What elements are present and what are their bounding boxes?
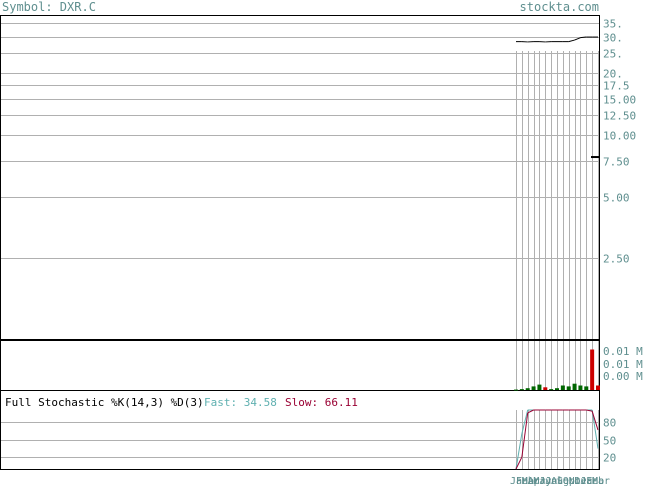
stochastic-panel [0,390,600,470]
x-tick-label: Oct [563,476,581,486]
price-y-tick-label: 2.50 [603,253,630,266]
stochastic-fast-segment [591,409,599,449]
volume-bar [584,386,589,390]
volume-bar [543,387,548,390]
symbol-label: Symbol: DXR.C [2,0,96,14]
volume-bar [590,349,595,390]
volume-bar [519,389,524,391]
price-segment [568,39,575,43]
price-segment [574,37,581,41]
volume-bar [560,385,565,390]
x-tick-label: Apr [528,476,546,486]
volume-bar [578,385,583,390]
price-panel [0,15,600,340]
price-y-tick-label: 5.00 [603,192,630,205]
price-series [516,36,599,159]
stochastic-title: Full Stochastic %K(14,3) %D(3) [5,396,204,409]
x-tick-label: Mar [522,476,540,486]
x-tick-labels: JanFebMarAprMayJunJulAugSepOctNovDecJanF… [510,476,610,486]
volume-y-tick-labels: 0.01 M0.01 M0.00 M [603,345,643,383]
stochastic-gridlines [1,422,599,458]
vertical-gridlines [516,51,599,469]
price-y-tick-label: 30. [603,32,623,45]
volume-y-tick-label: 0.01 M [603,358,643,371]
stochastic-slow-label: Slow: 66.11 [285,396,358,409]
stochastic-fast-label: Fast: 34.58 [204,396,277,409]
x-tick-label: Aug [551,476,569,486]
x-tick-label: Sep [557,476,575,486]
volume-y-tick-label: 0.00 M [603,370,643,383]
price-segment [580,36,587,39]
site-link[interactable]: stockta.com [519,0,599,14]
price-y-tick-label: 15.00 [603,94,636,107]
stochastic-y-tick-label: 20 [603,452,616,465]
stochastic-y-tick-label: 50 [603,435,616,448]
stochastic-slow-segment [527,409,534,414]
price-y-tick-label: 20. [603,68,623,81]
stochastic-slow-segment [586,409,593,412]
stochastic-slow-segment [591,411,599,431]
volume-bar [555,388,559,390]
volume-bar [549,389,554,391]
x-tick-label: Feb [586,476,604,486]
stochastic-y-tick-label: 80 [603,417,616,430]
volume-bar [525,388,530,390]
stochastic-series [515,409,599,470]
stochastic-fast-segment [515,433,523,470]
x-tick-label: Nov [569,476,587,486]
price-gridlines [1,23,599,259]
stochastic-slow-segment [515,456,523,470]
volume-bar [572,383,577,390]
x-tick-label: Feb [516,476,534,486]
volume-bar [514,389,518,391]
volume-bar [537,384,542,390]
x-tick-label: Dec [574,476,592,486]
price-y-tick-label: 17.5 [603,80,630,93]
price-y-tick-labels: 35.30. 25. 20.17.515.00 12.50 10.00 7.50 5.00 2… [603,18,636,266]
price-y-tick-label: 10.00 [603,130,636,143]
price-y-tick-label: 7.50 [603,156,630,169]
stochastic-y-tick-labels: 80 50 20 [603,417,616,465]
volume-panel [0,340,600,391]
volume-y-tick-label: 0.01 M [603,345,643,358]
price-y-tick-label: 35. [603,18,623,31]
stochastic-slow-segment [521,412,529,458]
price-y-tick-label: 12.50 [603,110,636,123]
x-tick-label: Jan [580,476,598,486]
volume-bar [596,385,600,390]
stochastic-fast-segment [521,409,529,434]
x-tick-label: Jun [539,476,557,486]
volume-bars [514,349,600,391]
x-tick-label: May [533,476,551,486]
x-tick-label: Mar [592,476,610,486]
price-y-tick-label: 25. [603,48,623,61]
x-tick-label: Jul [545,476,563,486]
x-tick-label: Jan [510,476,528,486]
volume-bar [566,386,571,390]
volume-bar [531,386,536,390]
